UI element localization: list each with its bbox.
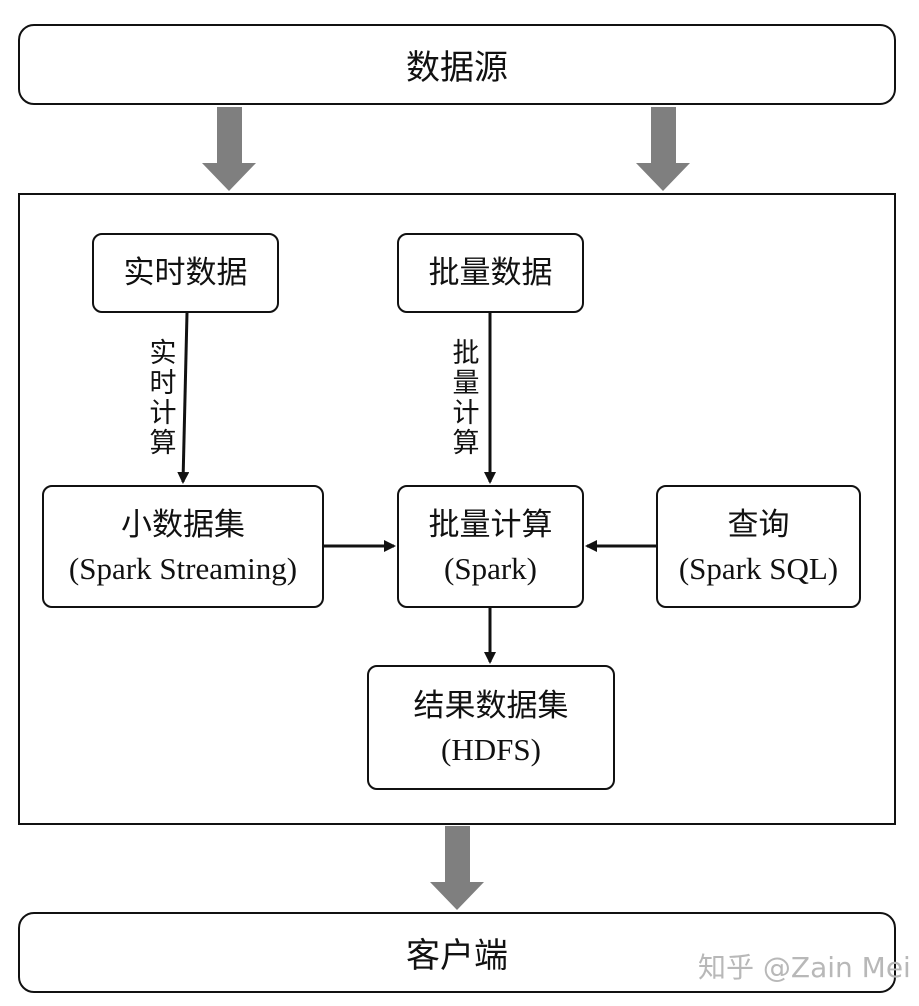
realtime-data-label: 实时数据 [123,255,248,290]
batch-compute-subtitle: (Spark) [444,550,537,586]
container-to-client-arrow [430,826,484,910]
batch-compute-edge-label: 批 量 计 算 [452,338,480,458]
result-dataset-title: 结果数据集 [413,687,569,723]
small-dataset-node: 小数据集 (Spark Streaming) [42,485,324,608]
batch-data-label: 批量数据 [428,255,553,290]
client-label: 客户端 [406,938,508,975]
query-subtitle: (Spark SQL) [678,550,839,586]
small-dataset-subtitle: (Spark Streaming) [68,550,298,586]
realtime-data-node: 实时数据 [92,233,279,313]
client-box: 客户端 [18,912,896,993]
data-source-label: 数据源 [406,50,508,87]
batch-data-node: 批量数据 [397,233,584,313]
small-dataset-title: 小数据集 [121,506,245,542]
processing-container [18,193,896,825]
query-node: 查询 (Spark SQL) [656,485,861,608]
result-dataset-node: 结果数据集 (HDFS) [367,665,615,790]
data-source-box: 数据源 [18,24,896,105]
batch-compute-title: 批量计算 [428,506,553,542]
result-dataset-subtitle: (HDFS) [441,731,541,767]
query-title: 查询 [727,506,790,542]
watermark: 知乎 @Zain Mei [698,951,911,984]
source-to-container-arrow-right [636,107,690,191]
realtime-compute-edge-label: 实 时 计 算 [149,338,177,458]
batch-compute-node: 批量计算 (Spark) [397,485,584,608]
realtime-to-small-dataset-arrow [177,312,190,484]
source-to-container-arrow-left [202,107,256,191]
